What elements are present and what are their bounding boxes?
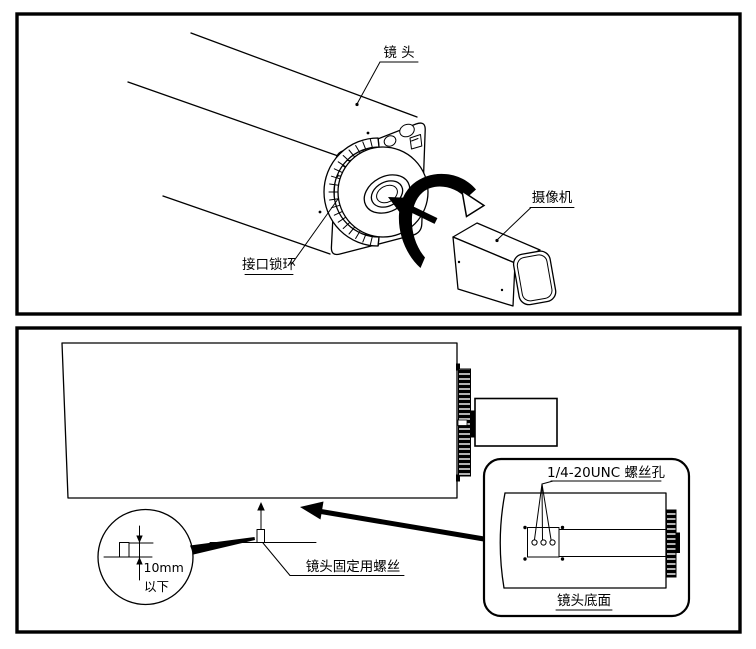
label-lock-ring: 接口锁环 bbox=[242, 198, 339, 275]
lens-bottom-inset: 1/4-20UNC 螺丝孔 镜头底面 bbox=[482, 457, 691, 618]
lens-bottom-view bbox=[499, 492, 680, 589]
camera-label-text: 摄像机 bbox=[532, 190, 573, 206]
lens-bottom-label-text: 镜头底面 bbox=[557, 593, 611, 609]
label-lens-bottom: 镜头底面 bbox=[555, 593, 613, 611]
knurl-ticks bbox=[328, 137, 380, 247]
detail-arrow-icon bbox=[300, 501, 485, 542]
lens-label-text: 镜 头 bbox=[383, 45, 414, 61]
lock-ring-label-text: 接口锁环 bbox=[242, 256, 296, 273]
camera-side-view bbox=[474, 397, 558, 447]
magnifier-pointer bbox=[190, 537, 255, 555]
top-panel: 镜 头 接口锁环 摄像机 bbox=[15, 12, 742, 316]
screw-holes bbox=[531, 539, 556, 546]
camera-body-drawing bbox=[452, 222, 557, 307]
lens-body-drawing bbox=[127, 32, 418, 255]
screw-holes-label-text: 1/4-20UNC 螺丝孔 bbox=[547, 465, 665, 481]
inset-focus-ring-side bbox=[666, 509, 677, 578]
label-screw-holes: 1/4-20UNC 螺丝孔 bbox=[534, 465, 665, 540]
label-fixing-screw: 镜头固定用螺丝 bbox=[262, 542, 405, 576]
rotate-arrow-icon bbox=[398, 173, 486, 268]
dimension-qualifier-text: 以下 bbox=[144, 579, 169, 594]
fixing-screw-label-text: 镜头固定用螺丝 bbox=[306, 559, 401, 575]
bottom-panel: 10mm 以下 镜头固定用螺丝 bbox=[15, 326, 742, 634]
lens-side-view bbox=[61, 342, 558, 499]
screw-height-detail-circle: 10mm 以下 bbox=[97, 508, 194, 606]
dimension-value-text: 10mm bbox=[144, 560, 184, 575]
label-lens: 镜 头 bbox=[355, 45, 419, 107]
dimension-lines bbox=[128, 525, 154, 581]
up-arrow-icon bbox=[257, 502, 265, 530]
label-camera: 摄像机 bbox=[495, 190, 575, 243]
